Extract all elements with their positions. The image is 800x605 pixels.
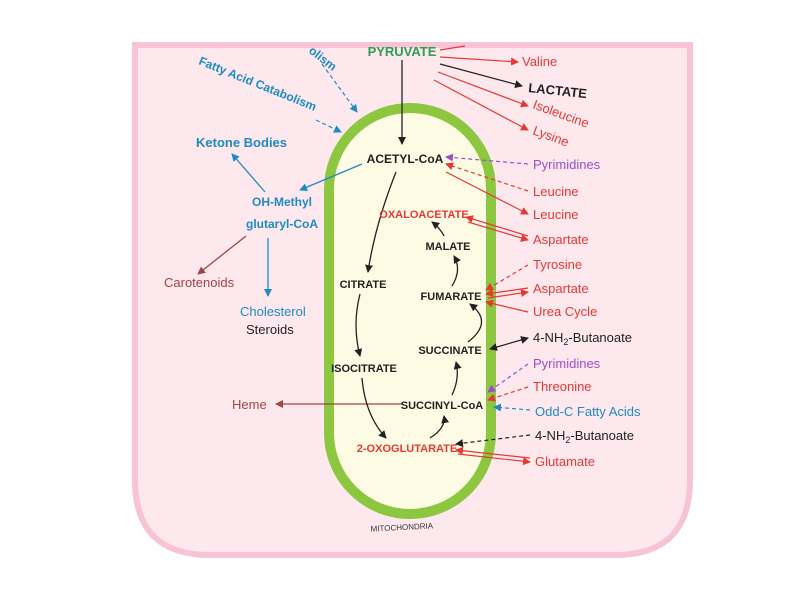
ketone-bodies-label: Ketone Bodies [196, 135, 287, 150]
citrate-label: CITRATE [340, 279, 387, 291]
glutaryl-coa-label: glutaryl-CoA [246, 217, 318, 231]
leucine-1-label: Leucine [533, 184, 579, 199]
urea-cycle-label: Urea Cycle [533, 304, 597, 319]
arrow-acetyl-ohmethyl [299, 163, 363, 191]
arrow-butanoate-succinate [489, 336, 529, 351]
arrow-aspartate-fumarate [485, 287, 529, 297]
arrow-malate-oxaloacetate [431, 221, 445, 237]
heme-label: Heme [232, 397, 267, 412]
arrow-isocitrate-oxoglutarate [361, 377, 387, 439]
carotenoids-label: Carotenoids [164, 275, 235, 290]
pyrimidines-2-label: Pyrimidines [533, 356, 601, 371]
oh-methyl-label: OH-Methyl [252, 195, 312, 209]
aspartate-2-label: Aspartate [533, 281, 589, 296]
steroids-label: Steroids [246, 322, 294, 337]
arrow-fumarate-aspartate [487, 289, 529, 299]
arrow-acetyl-leucine [445, 171, 529, 215]
cholesterol-label: Cholesterol [240, 304, 306, 319]
glutamate-label: Glutamate [535, 454, 595, 469]
fumarate-label: FUMARATE [421, 291, 482, 303]
mitochondria-label: MITOCHONDRIA [370, 521, 434, 533]
arrow-succinate-fumarate [467, 303, 483, 343]
arrow-oxaloacetate-aspartate [467, 221, 529, 242]
arrow-acetyl-citrate [365, 171, 397, 273]
arrow-pyrimidines-succinyl [487, 363, 529, 393]
threonine-label: Threonine [533, 379, 592, 394]
arrow-pyruvate-lysine [433, 79, 529, 131]
arrow-oxoglutarate-succinyl [429, 415, 450, 439]
arrow-catabolism-mito [321, 63, 358, 113]
isocitrate-label: ISOCITRATE [331, 363, 397, 375]
succinate-label: SUCCINATE [418, 345, 481, 357]
arrow-fatty-acid-mito [315, 119, 342, 133]
arrow-urea-fumarate [485, 299, 529, 313]
arrow-oxoglutarate-glutamate [457, 453, 531, 466]
lactate-label: LACTATE [528, 80, 588, 101]
nh2-butanoate-2-label: 4-NH2-Butanoate [535, 428, 634, 445]
oxoglutarate-label: 2-OXOGLUTARATE [357, 443, 457, 455]
arrow-aspartate-oxaloacetate [465, 215, 529, 237]
malate-label: MALATE [425, 241, 470, 253]
valine-label: Valine [522, 54, 557, 69]
arrow-butanoate-oxoglutarate [455, 434, 531, 448]
arrow-oddc-succinyl [493, 403, 531, 412]
arrow-ohmethyl-carotenoids [197, 235, 247, 275]
arrow-pyruvate-lactate [439, 63, 523, 89]
arrow-pyruvate-valine-2 [439, 45, 466, 51]
arrow-tyrosine-fumarate [485, 264, 529, 291]
aspartate-1-label: Aspartate [533, 232, 589, 247]
succinyl-coa-label: SUCCINYL-CoA [401, 400, 484, 412]
arrow-fumarate-malate [451, 255, 461, 287]
arrow-succinyl-succinate [451, 361, 462, 396]
pyruvate-label: PYRUVATE [368, 44, 437, 59]
pyrimidines-1-label: Pyrimidines [533, 157, 601, 172]
arrow-ohmethyl-ketone [231, 153, 266, 193]
odd-c-fatty-acids-label: Odd-C Fatty Acids [535, 404, 641, 419]
acetyl-coa-label: ACETYL-CoA [367, 152, 444, 166]
arrow-citrate-isocitrate [354, 293, 363, 357]
arrow-pyruvate-isoleucine [437, 71, 529, 108]
leucine-2-label: Leucine [533, 207, 579, 222]
tyrosine-label: Tyrosine [533, 257, 582, 272]
oxaloacetate-label: OXALOACETATE [379, 209, 468, 221]
nh2-butanoate-1-label: 4-NH2-Butanoate [533, 330, 632, 347]
arrow-threonine-succinyl [487, 386, 529, 402]
arrow-pyruvate-valine [439, 56, 519, 66]
arrow-leucine-acetyl [445, 162, 529, 192]
arrow-glutamate-oxoglutarate [455, 446, 531, 459]
